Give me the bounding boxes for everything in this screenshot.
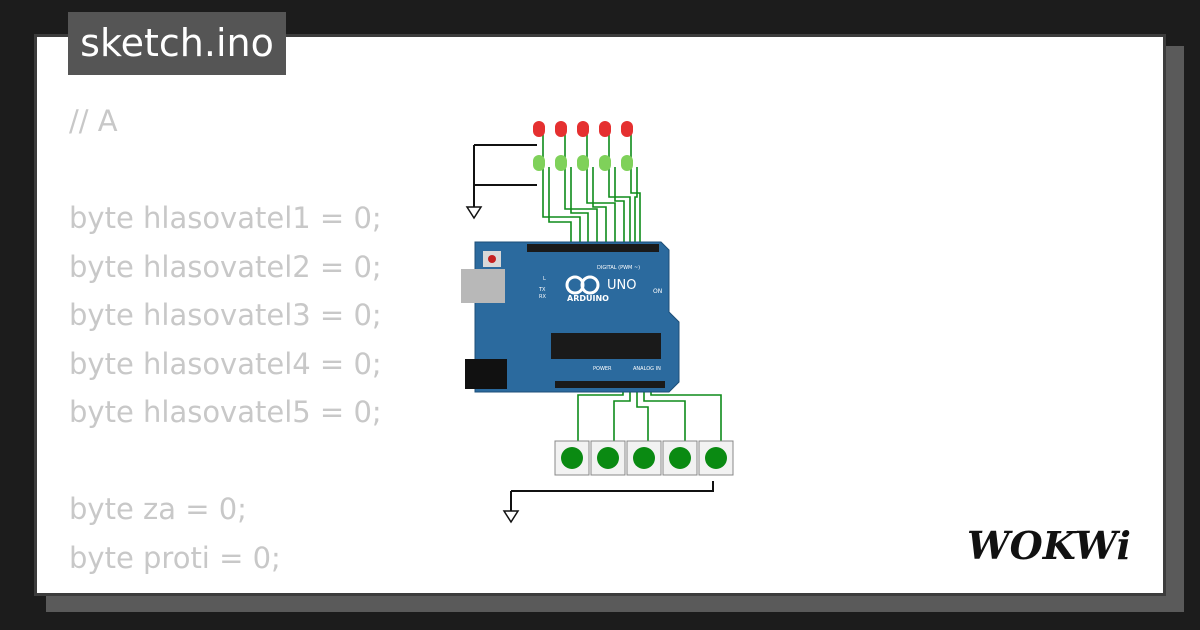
analog-header <box>555 381 665 388</box>
l-label: L <box>543 276 546 282</box>
digital-header-label: DIGITAL (PWM ~) <box>597 265 640 271</box>
pushbutton <box>662 440 698 476</box>
wokwi-logo: WOKWi <box>967 523 1131 567</box>
green-led <box>533 155 545 171</box>
code-line: byte hlasovatel5 = 0; <box>69 395 382 429</box>
circuit-diagram: ARDUINO UNO DIGITAL (PWM ~) POWER ANALOG… <box>461 121 734 524</box>
pushbutton <box>554 440 590 476</box>
code-line: byte hlasovatel2 = 0; <box>69 249 382 284</box>
file-tab[interactable]: sketch.ino <box>68 12 286 75</box>
red-led <box>577 121 589 137</box>
analog-header-label: ANALOG IN <box>633 366 661 372</box>
code-line: byte za = 0; <box>69 492 247 526</box>
preview-card: // A byte hlasovatel1 = 0; byte hlasovate… <box>34 34 1166 596</box>
on-label: ON <box>653 288 662 295</box>
wokwi-logo-text: WOKWi <box>967 523 1131 567</box>
red-led <box>621 121 633 137</box>
board-model: UNO <box>607 278 636 293</box>
ground-wires <box>473 144 714 511</box>
usb-port <box>461 269 505 303</box>
green-led <box>621 155 633 171</box>
tx-label: TX <box>538 287 546 293</box>
pushbutton <box>626 440 662 476</box>
code-line: byte hlasovatel4 = 0; <box>69 346 382 381</box>
led-wires <box>542 133 641 242</box>
code-line: byte hlasovatel1 = 0; <box>69 201 382 235</box>
green-led <box>599 155 611 171</box>
power-header-label: POWER <box>593 366 612 372</box>
green-led <box>577 155 589 171</box>
pushbuttons <box>554 440 734 476</box>
red-led <box>533 121 545 137</box>
power-jack <box>465 359 507 389</box>
pushbutton <box>590 440 626 476</box>
board-brand: ARDUINO <box>567 294 609 303</box>
code-line: byte proti = 0; <box>69 540 281 575</box>
green-leds <box>533 155 633 171</box>
code-line: byte hlasovatel3 = 0; <box>69 298 382 332</box>
digital-header <box>527 244 659 252</box>
ground-symbol-bottom <box>502 510 520 524</box>
code-line: // A <box>69 104 118 138</box>
red-led <box>599 121 611 137</box>
green-led <box>555 155 567 171</box>
code-preview: // A byte hlasovatel1 = 0; byte hlasovate… <box>69 97 382 593</box>
red-leds <box>533 121 633 137</box>
red-led <box>555 121 567 137</box>
ground-symbol-top <box>465 206 483 220</box>
rx-label: RX <box>539 294 546 300</box>
microcontroller-chip <box>551 333 661 359</box>
pushbutton <box>698 440 734 476</box>
arduino-uno-board: ARDUINO UNO DIGITAL (PWM ~) POWER ANALOG… <box>461 241 680 393</box>
code-line: byte zdrzel sa = 0; <box>69 582 382 593</box>
